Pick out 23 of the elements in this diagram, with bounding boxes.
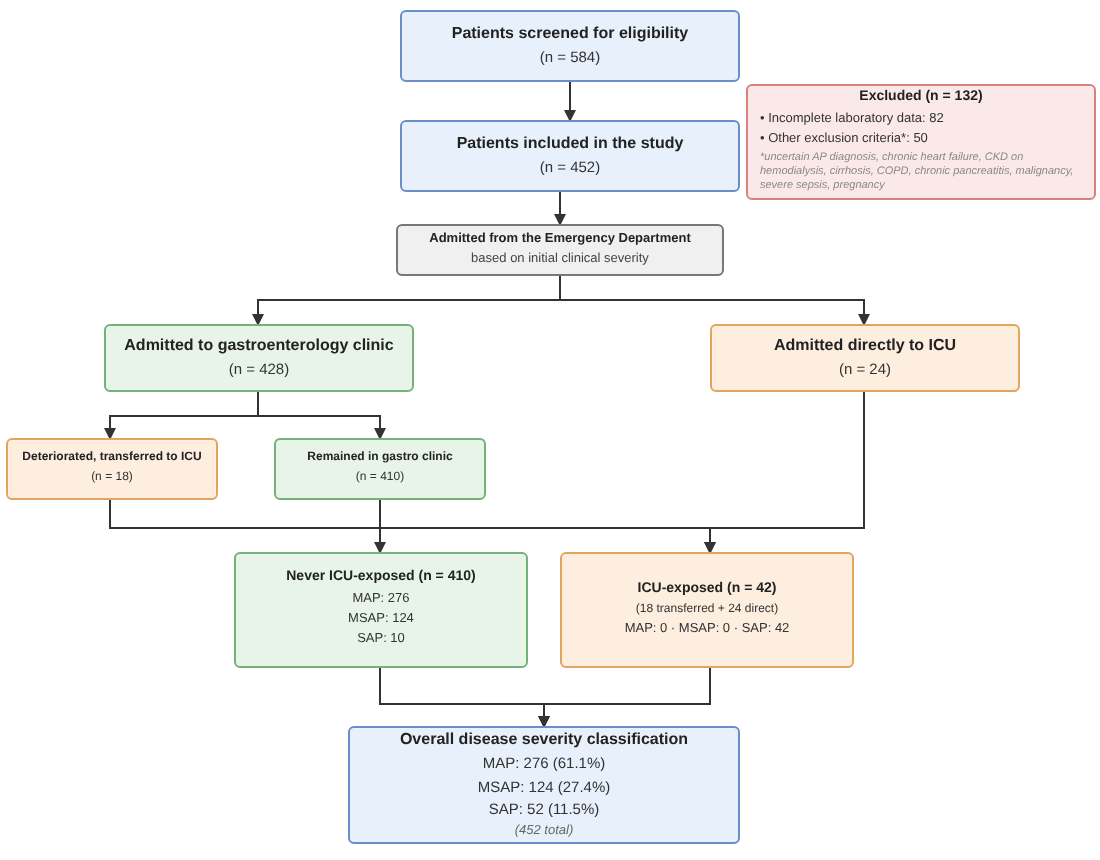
process-box xyxy=(348,726,740,844)
box-heading: Patients included in the study xyxy=(456,134,684,155)
process-box xyxy=(710,324,1020,392)
process-box xyxy=(274,438,486,500)
arrow xyxy=(559,275,870,326)
arrow xyxy=(538,667,711,728)
process-box xyxy=(396,224,724,276)
process-box xyxy=(6,438,218,500)
box-heading: Overall disease severity classification xyxy=(399,730,689,751)
process-box xyxy=(400,10,740,82)
arrow xyxy=(257,391,386,440)
exclusion-box xyxy=(746,84,1096,200)
arrow xyxy=(564,81,576,122)
box-heading: Patients screened for eligibility xyxy=(451,24,689,45)
process-box xyxy=(104,324,414,392)
process-box xyxy=(400,120,740,192)
box-heading: Admitted directly to ICU xyxy=(773,336,957,357)
arrow xyxy=(554,191,566,226)
arrow xyxy=(704,391,865,554)
process-box xyxy=(234,552,528,668)
arrow xyxy=(374,499,386,554)
box-heading: Admitted to gastroenterology clinic xyxy=(124,336,394,357)
process-box xyxy=(560,552,854,668)
